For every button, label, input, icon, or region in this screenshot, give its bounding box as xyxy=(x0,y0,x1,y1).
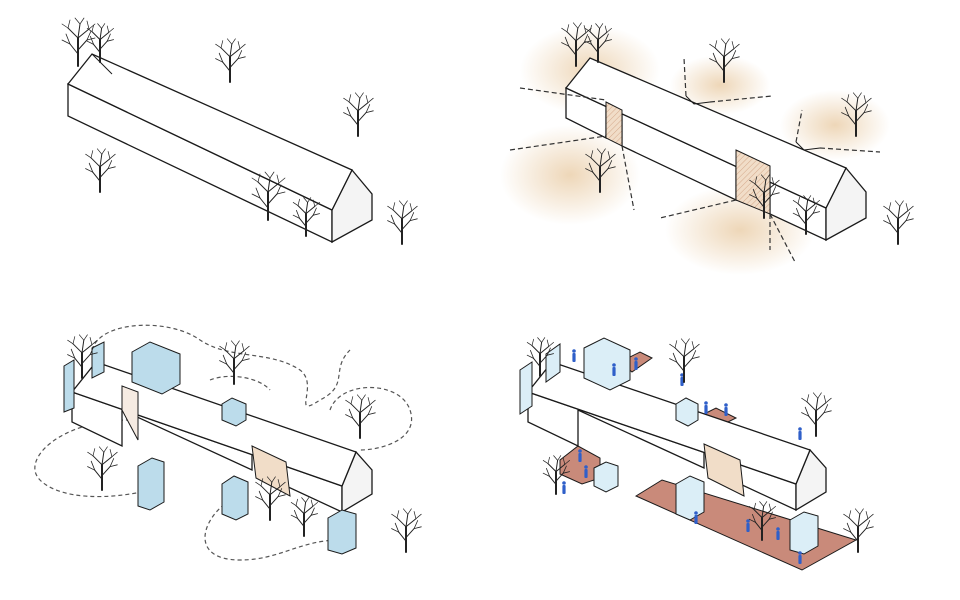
tree-icon xyxy=(749,174,780,219)
tree-icon xyxy=(215,38,246,83)
tree-icon xyxy=(292,197,321,237)
person-icon xyxy=(724,403,728,416)
tree-icon xyxy=(585,148,616,193)
trees xyxy=(67,334,422,553)
trees xyxy=(526,337,874,553)
notch-west xyxy=(121,385,139,441)
tree-icon xyxy=(87,446,118,491)
tree-icon xyxy=(290,497,319,537)
barn-volume-4 xyxy=(526,361,827,512)
barn-volume-3 xyxy=(70,361,373,514)
tree-icon xyxy=(669,338,700,383)
tree-icon xyxy=(526,337,554,377)
person-icon xyxy=(572,349,576,362)
tree-icon xyxy=(255,476,286,521)
dashed-paths xyxy=(34,324,413,561)
roof-notch xyxy=(685,95,711,105)
person-icon xyxy=(562,481,566,494)
panel-cuts-and-views xyxy=(500,22,914,275)
barn-ridge xyxy=(91,53,113,75)
notch-west xyxy=(605,101,623,147)
person-icon xyxy=(798,551,802,564)
person-icon xyxy=(612,363,616,376)
panel-added-volumes xyxy=(34,324,422,561)
people xyxy=(562,349,802,564)
person-icon xyxy=(634,357,638,370)
tree-icon xyxy=(801,392,832,437)
roof-notch-east xyxy=(795,141,821,151)
trees xyxy=(561,22,914,245)
trees xyxy=(61,17,418,245)
person-icon xyxy=(746,519,750,532)
tree-icon xyxy=(584,23,612,63)
barn-roof xyxy=(66,53,353,211)
glazed-volumes xyxy=(519,337,819,555)
person-icon xyxy=(578,449,582,462)
barn-volume-cut xyxy=(564,57,867,242)
tree-icon xyxy=(843,508,874,553)
tree-icon xyxy=(561,22,592,67)
person-icon xyxy=(776,527,780,540)
notch-center xyxy=(703,443,745,497)
tree-icon xyxy=(542,455,570,495)
person-icon xyxy=(798,427,802,440)
person-icon xyxy=(704,401,708,414)
tree-icon xyxy=(792,195,820,235)
tree-icon xyxy=(86,23,114,63)
tree-icon xyxy=(345,394,376,439)
blue-volumes xyxy=(63,341,357,555)
panel-terraces xyxy=(519,337,874,571)
tree-icon xyxy=(251,171,286,221)
barn-roof xyxy=(70,361,357,487)
panel-massing xyxy=(61,17,418,245)
tree-icon xyxy=(343,92,374,137)
view-lines xyxy=(509,57,881,263)
barn-volume xyxy=(66,53,373,244)
tree-icon xyxy=(67,334,98,379)
tree-icon xyxy=(85,148,116,193)
tree-icon xyxy=(883,200,914,245)
tree-icon xyxy=(391,508,422,553)
notch-center xyxy=(251,445,291,497)
tree-icon xyxy=(219,340,250,385)
tree-icon xyxy=(387,200,418,245)
tree-icon xyxy=(709,38,740,83)
tree-icon xyxy=(841,92,872,137)
person-icon xyxy=(694,511,698,524)
person-icon xyxy=(584,465,588,478)
tree-icon xyxy=(61,17,96,67)
person-icon xyxy=(680,373,684,386)
tree-icon xyxy=(748,501,776,541)
